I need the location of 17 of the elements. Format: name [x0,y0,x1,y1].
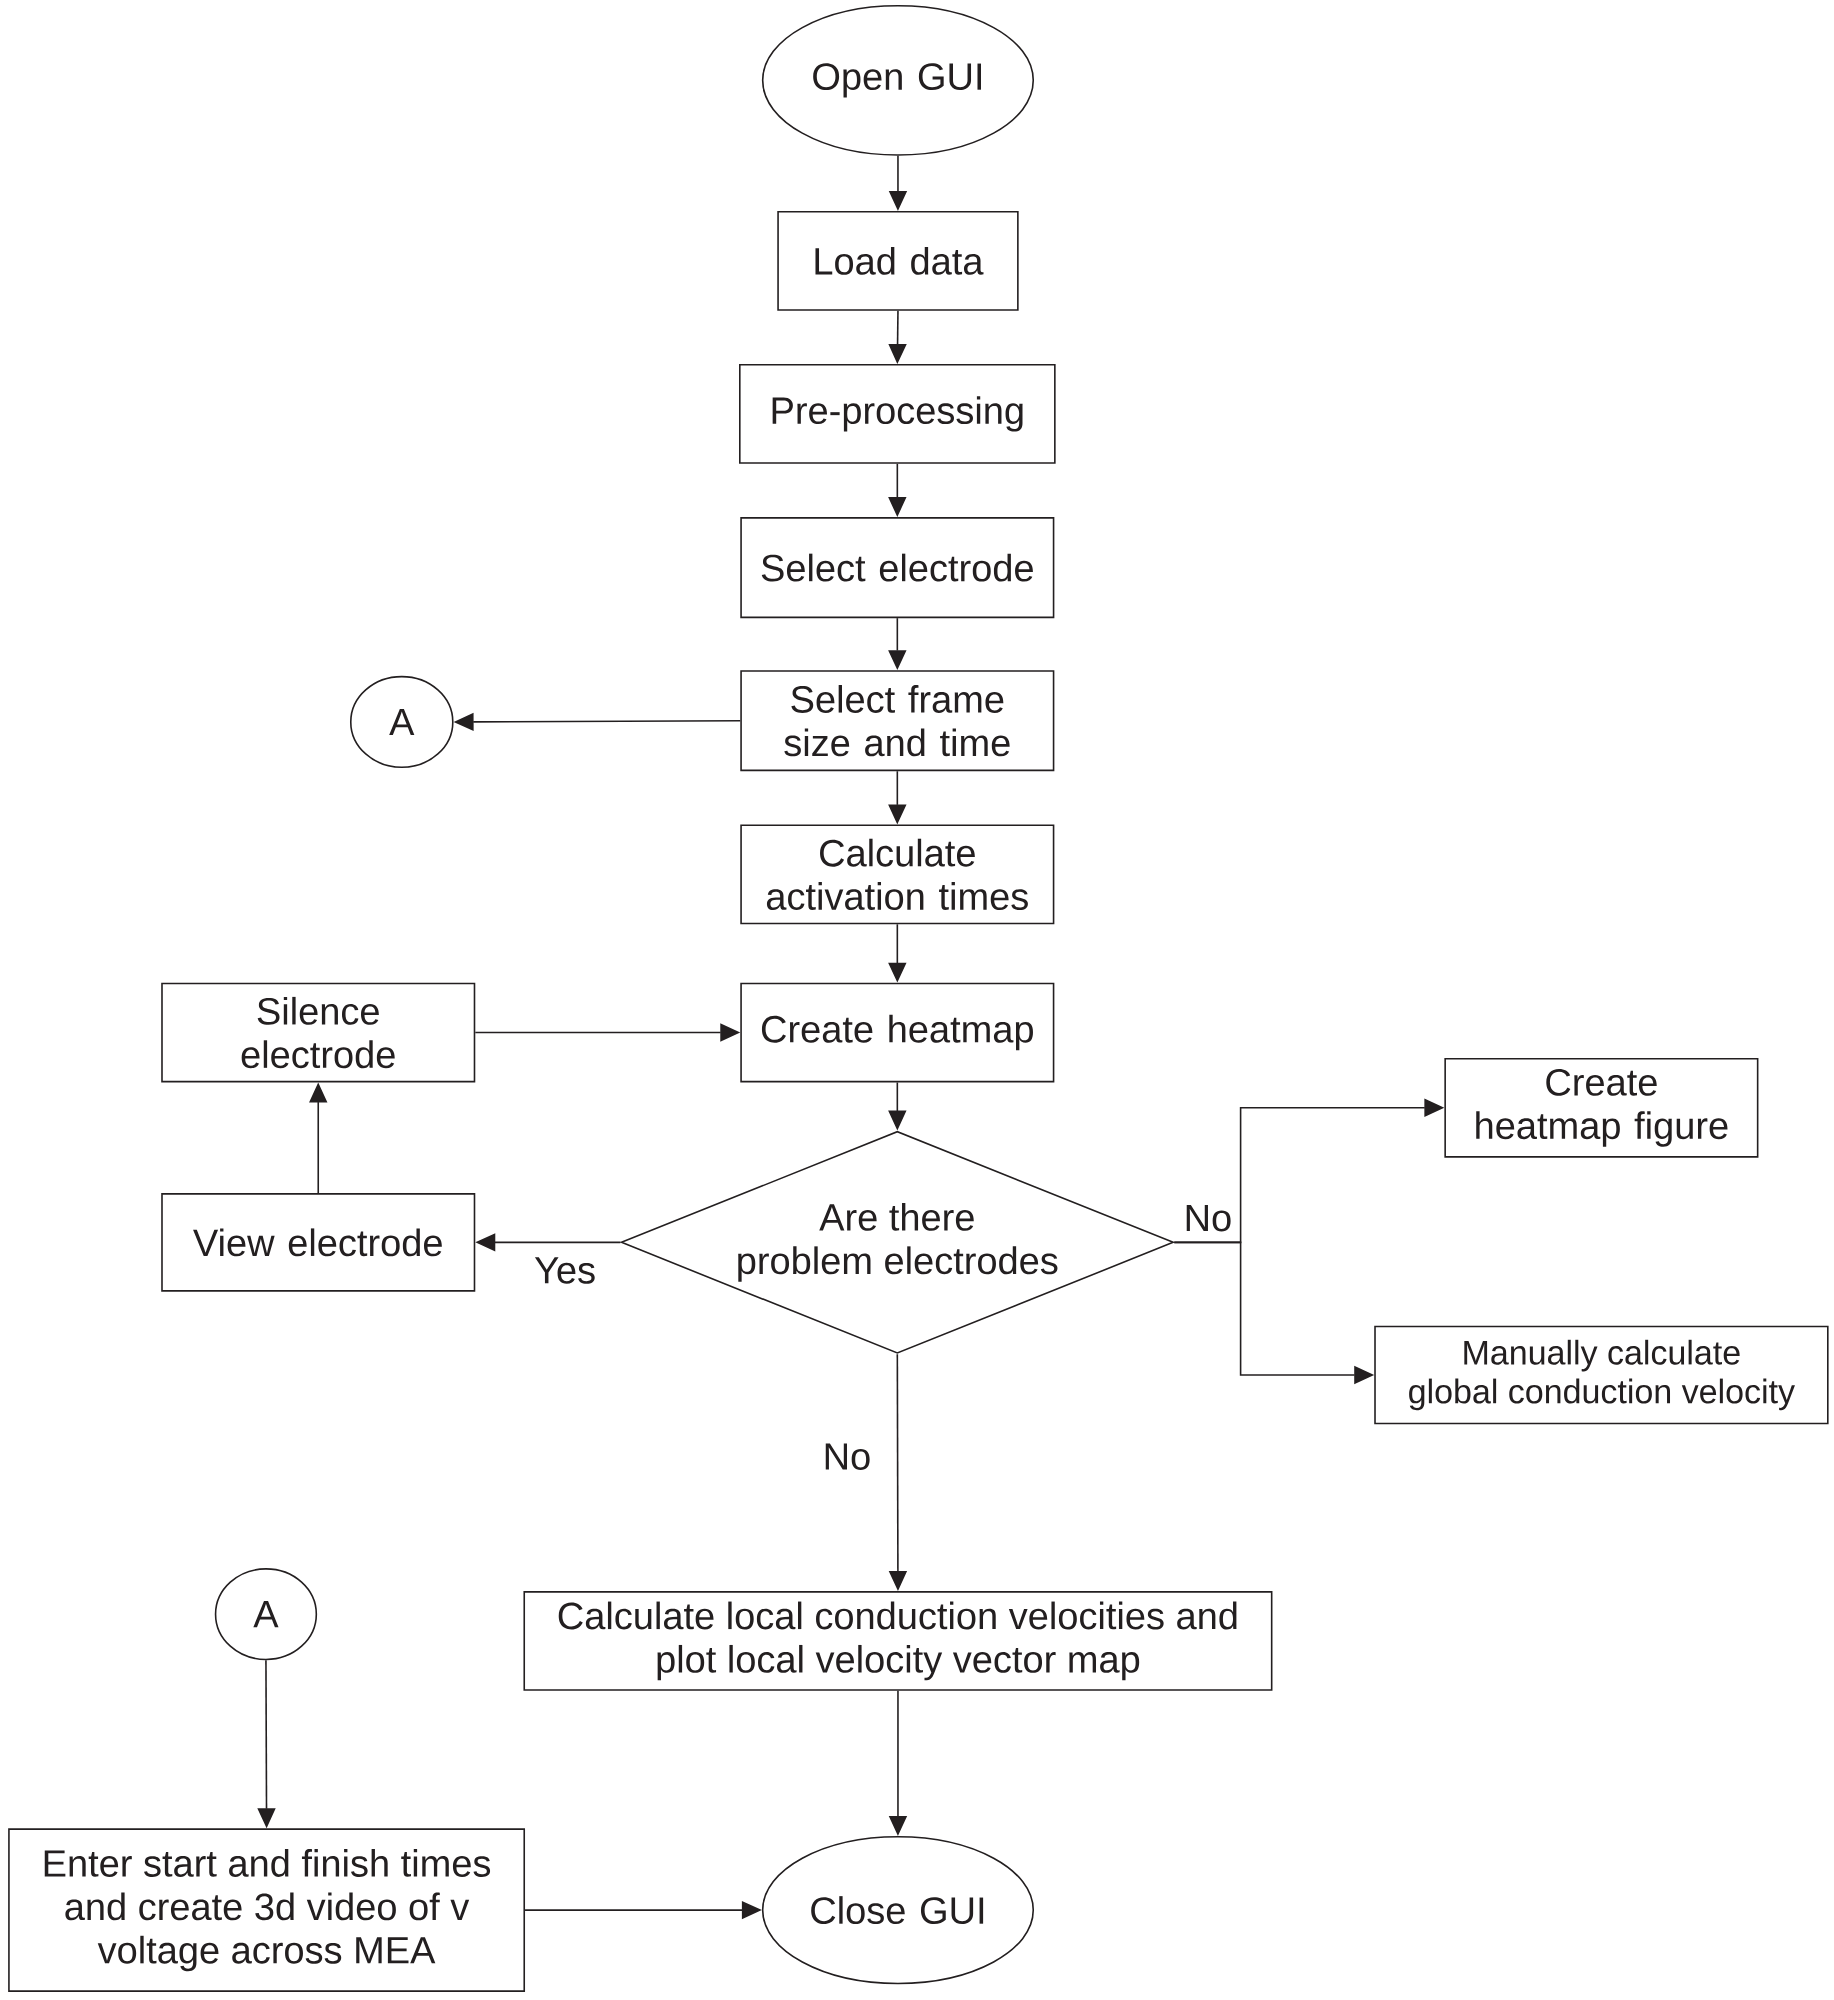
process-box: Select frame size and time [740,670,1055,772]
process-box: Calculate activation times [740,824,1055,925]
terminal-oval: Close GUI [761,1835,1034,1985]
process-box: Enter start and finish times and create 3d video of v voltage across MEA [8,1828,525,1992]
process-box: Load data [777,210,1019,311]
process-box: Create heatmap [740,982,1055,1083]
terminal-oval: Open GUI [761,4,1034,156]
process-box: Silence electrode [161,982,476,1083]
process-box: Pre-processing [738,364,1056,464]
edge-label: No [1181,1202,1235,1234]
process-box: Manually calculate global conduction velocity [1374,1325,1829,1425]
process-box: Select electrode [740,517,1055,619]
process-box: Calculate local conduction velocities and plot local velocity vector map [523,1591,1273,1691]
edge-label: Yes [532,1255,598,1286]
edge-label: No [820,1441,874,1472]
process-box: View electrode [161,1193,476,1292]
process-box: Create heatmap figure [1444,1057,1759,1158]
